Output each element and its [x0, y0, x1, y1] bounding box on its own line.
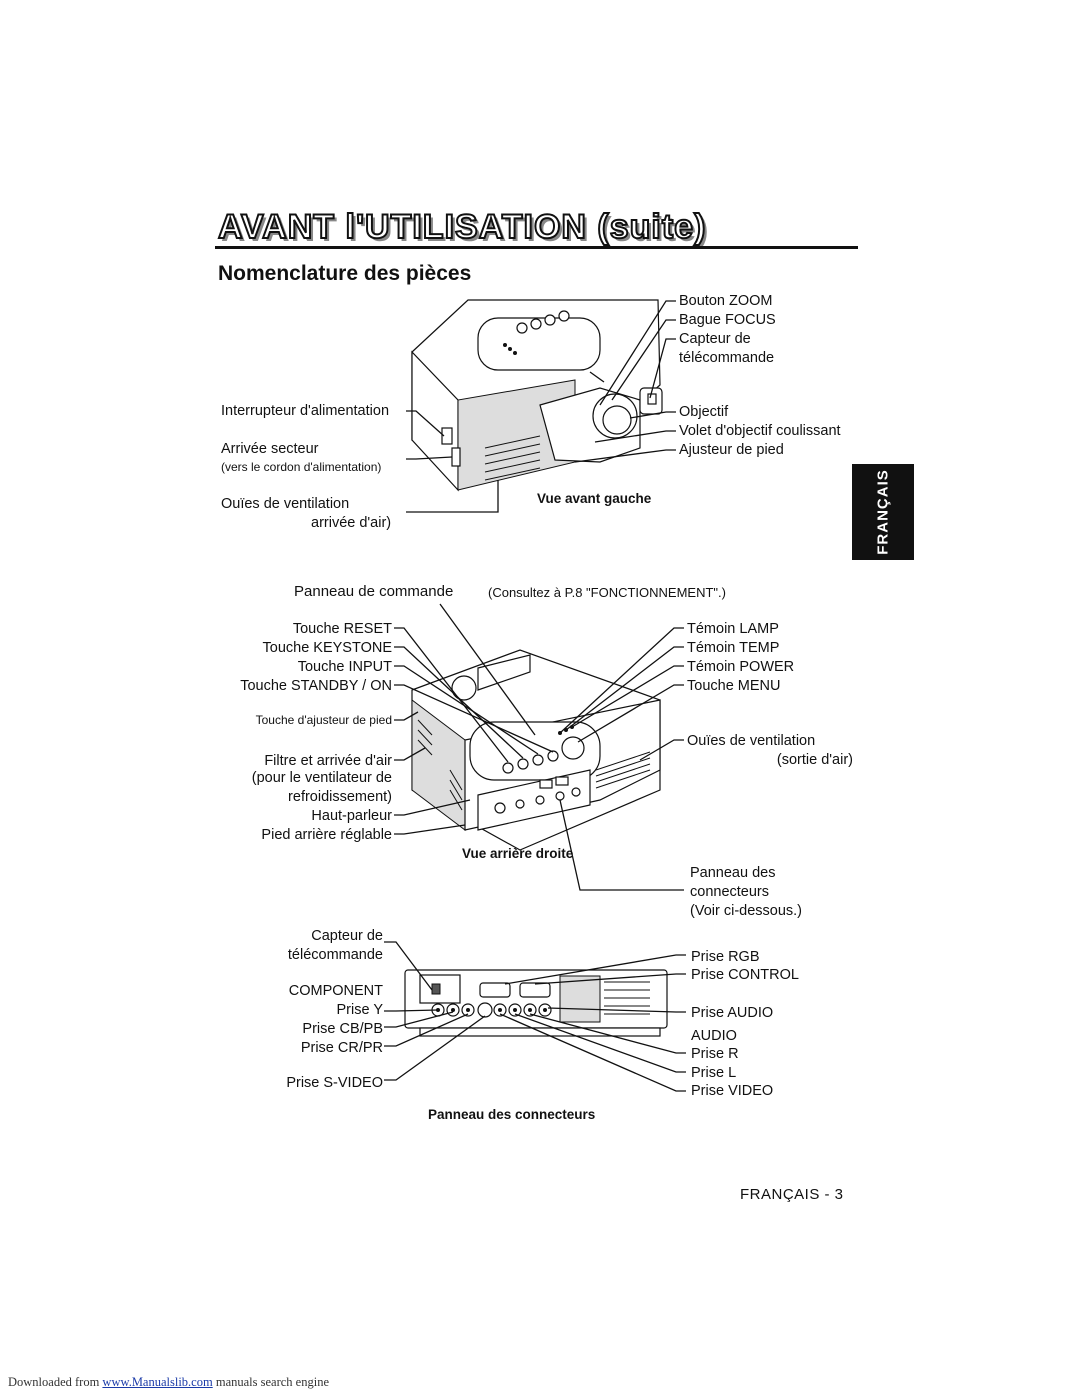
label-audio-in: Prise AUDIO: [691, 1005, 774, 1021]
projector-front-view: [411, 299, 663, 492]
label-menu: Touche MENU: [687, 678, 781, 694]
label-power-switch: Interrupteur d'alimentation: [221, 403, 390, 419]
label-temp: Témoin TEMP: [687, 640, 780, 656]
label-prise-cb: Prise CB/PB: [302, 1021, 383, 1037]
connector-leader-lines: [384, 941, 686, 1092]
connector-panel-drawing: [404, 969, 668, 1037]
page-title: AVANT l'UTILISATION (suite): [217, 207, 707, 247]
label-svideo: Prise S-VIDEO: [286, 1075, 383, 1091]
label-remote-sensor-front: Capteur de: [679, 331, 751, 347]
caption-connector-panel: Panneau des connecteurs: [428, 1107, 596, 1122]
label-control-panel: Panneau de commande: [294, 583, 454, 600]
label-ac-inlet: Arrivée secteur: [221, 441, 319, 457]
page-number: FRANÇAIS - 3: [740, 1186, 844, 1203]
label-remote-sensor-rear: Capteur de: [311, 928, 383, 944]
label-connector-panel-2: connecteurs: [690, 884, 769, 900]
label-connector-panel-3: (Voir ci-dessous.): [690, 903, 803, 919]
caption-rear-view: Vue arrière droite: [462, 846, 574, 861]
projector-rear-view: [411, 649, 661, 851]
label-rgb: Prise RGB: [691, 949, 760, 965]
language-tab: FRANÇAIS: [852, 464, 914, 560]
label-remote-sensor-rear-2: télécommande: [287, 947, 383, 963]
rear-leader-lines: [394, 603, 684, 891]
label-input: Touche INPUT: [297, 659, 392, 675]
label-keystone: Touche KEYSTONE: [262, 640, 393, 656]
label-lens-shutter: Volet d'objectif coulissant: [679, 423, 841, 439]
label-filter-3: refroidissement): [288, 789, 392, 805]
label-vent-in: Ouïes de ventilation: [221, 496, 350, 512]
label-focus-ring: Bague FOCUS: [679, 312, 776, 328]
label-speaker: Haut-parleur: [311, 808, 392, 824]
section-heading: Nomenclature des pièces: [218, 262, 472, 285]
label-rear-foot: Pied arrière réglable: [261, 827, 392, 843]
label-standby: Touche STANDBY / ON: [240, 678, 392, 694]
label-control-panel-note: (Consultez à P.8 "FONCTIONNEMENT".): [488, 585, 726, 600]
caption-front-view: Vue avant gauche: [537, 491, 652, 506]
label-vent-out: Ouïes de ventilation: [687, 733, 816, 749]
manualslib-link[interactable]: www.Manualslib.com: [102, 1375, 213, 1389]
label-vent-out-2: (sortie d'air): [776, 752, 853, 768]
label-filter-2: (pour le ventilateur de: [251, 770, 392, 786]
front-leader-lines: [406, 300, 676, 513]
download-footer: Downloaded from www.Manualslib.com manua…: [8, 1375, 329, 1390]
label-reset: Touche RESET: [292, 621, 392, 637]
label-audio: AUDIO: [691, 1028, 737, 1044]
label-foot-adjuster: Ajusteur de pied: [679, 442, 784, 458]
label-lamp: Témoin LAMP: [687, 621, 779, 637]
label-prise-r: Prise R: [691, 1046, 739, 1062]
label-filter: Filtre et arrivée d'air: [264, 753, 392, 769]
title-underline: [215, 246, 858, 249]
label-prise-cr: Prise CR/PR: [300, 1040, 383, 1056]
label-remote-sensor-front-2: télécommande: [679, 350, 775, 366]
label-connector-panel: Panneau des: [690, 865, 776, 881]
label-lens: Objectif: [679, 404, 729, 420]
label-ac-inlet-note: (vers le cordon d'alimentation): [221, 460, 382, 474]
label-video: Prise VIDEO: [691, 1083, 774, 1099]
label-prise-l: Prise L: [691, 1065, 737, 1081]
label-component: COMPONENT: [288, 983, 383, 999]
label-foot-button: Touche d'ajusteur de pied: [255, 713, 392, 727]
label-control: Prise CONTROL: [691, 967, 799, 983]
label-power-indicator: Témoin POWER: [687, 659, 795, 675]
label-prise-y: Prise Y: [336, 1002, 383, 1018]
label-zoom-button: Bouton ZOOM: [679, 293, 773, 309]
download-prefix: Downloaded from: [8, 1375, 100, 1389]
label-vent-in-2: arrivée d'air): [311, 515, 392, 531]
download-suffix: manuals search engine: [215, 1375, 329, 1389]
